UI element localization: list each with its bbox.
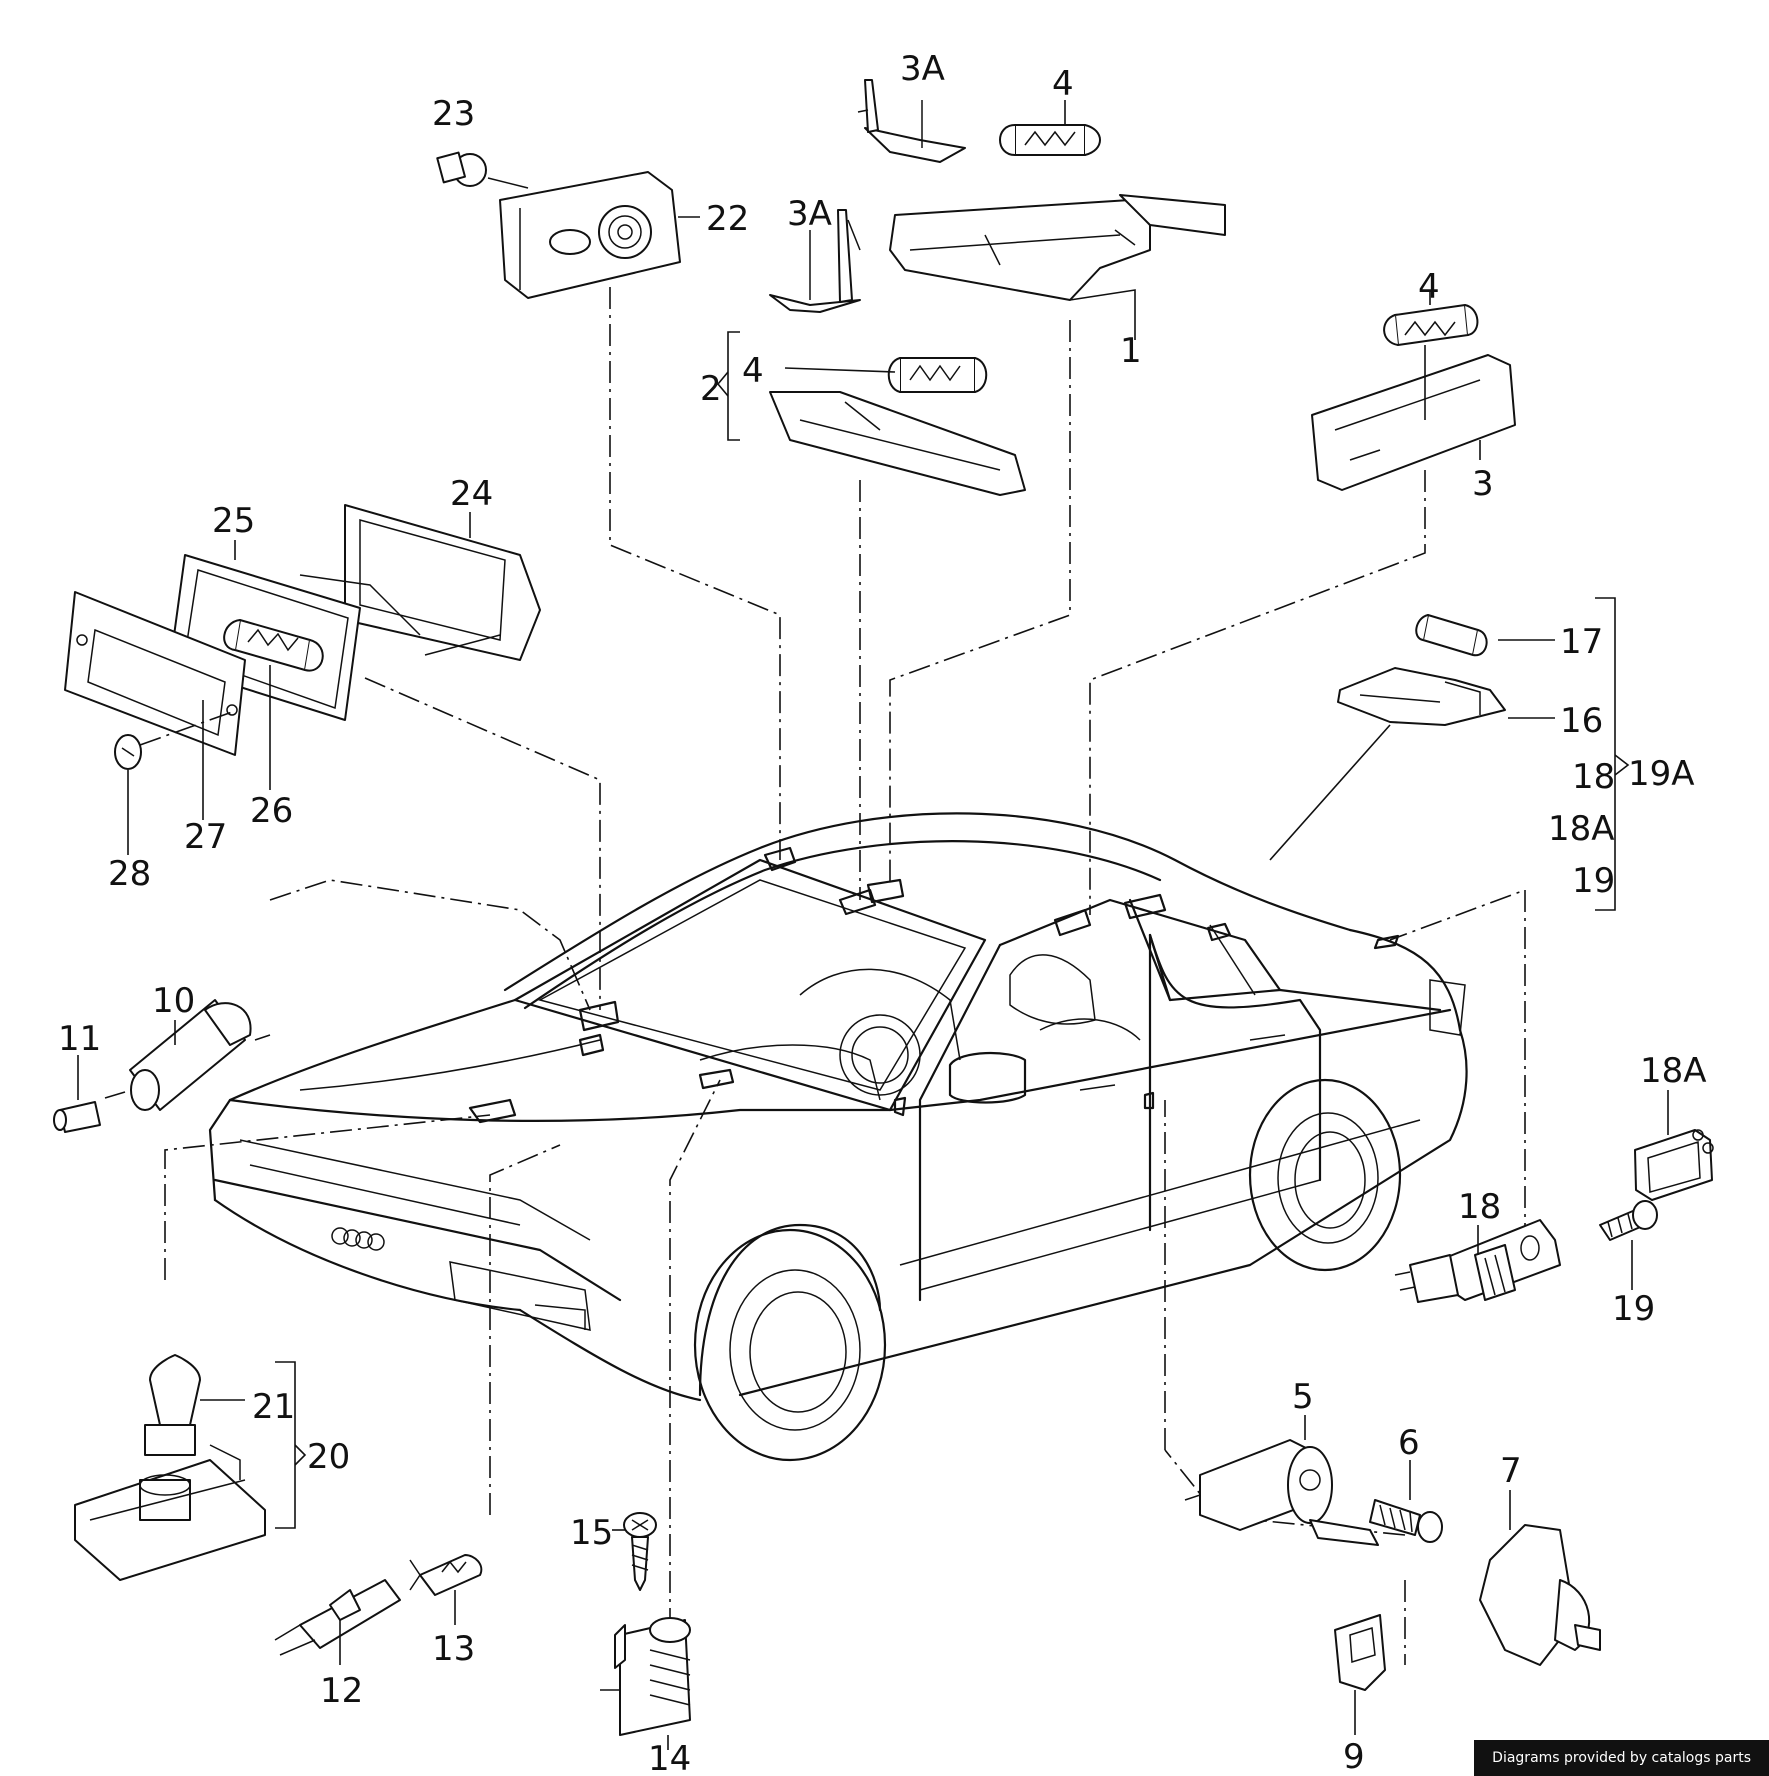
callout-4-top: 4 (1052, 64, 1074, 104)
front-wheel (693, 1223, 887, 1462)
callout-9: 9 (1343, 1737, 1365, 1776)
callout-2: 2 (700, 369, 722, 409)
grille-rings (331, 1227, 385, 1251)
part-2-reading-light (716, 331, 1026, 496)
callout-16: 16 (1560, 701, 1603, 741)
bracket-19A (1595, 597, 1630, 911)
callout-3: 3 (1472, 464, 1494, 504)
callout-21: 21 (252, 1387, 295, 1427)
part-16-light-housing (1337, 667, 1555, 726)
callout-27: 27 (184, 817, 227, 857)
part-17-bulb (1415, 614, 1555, 657)
callout-18-list: 18 (1572, 757, 1615, 797)
part-4-festoon-bulb-top (999, 100, 1101, 156)
callout-3A-upper: 3A (900, 49, 945, 89)
part-18-switch (1394, 1219, 1561, 1303)
part-19-screw (1599, 1200, 1658, 1290)
part-20-lamp-housing (74, 1361, 307, 1581)
callout-18A-list: 18A (1548, 809, 1615, 849)
part-21-bulb (144, 1354, 245, 1456)
part-13-bulb (409, 1554, 483, 1625)
callout-19A: 19A (1628, 754, 1695, 794)
part-5-door-contact (1184, 1415, 1379, 1546)
callout-19-list: 19 (1572, 861, 1615, 901)
part-26-festoon-bulb (223, 619, 324, 790)
callout-10: 10 (152, 981, 195, 1021)
part-15-screw (612, 1512, 657, 1591)
callout-4-right: 4 (1418, 267, 1440, 307)
callout-15: 15 (570, 1513, 613, 1553)
callout-11: 11 (58, 1019, 101, 1059)
part-3A-clip-lower (769, 209, 861, 313)
callout-labels: 1 2 3 3A 3A 4 4 4 5 6 7 9 10 11 12 13 14… (58, 49, 1707, 1776)
rear-wheel (1248, 1078, 1402, 1272)
callout-28: 28 (108, 854, 151, 894)
part-14-door-switch (600, 1617, 691, 1750)
callout-24: 24 (450, 474, 493, 514)
callout-13: 13 (432, 1629, 475, 1669)
callout-25: 25 (212, 501, 255, 541)
footer-credit: Diagrams provided by catalogs parts (1474, 1740, 1769, 1776)
part-28-clip (114, 711, 233, 855)
callout-26: 26 (250, 791, 293, 831)
part-12-switch (274, 1579, 401, 1665)
part-7-boot (1479, 1490, 1601, 1666)
part-9-grommet (1334, 1614, 1386, 1735)
callout-18-part: 18 (1458, 1187, 1501, 1227)
callout-7: 7 (1500, 1451, 1522, 1491)
part-10-lamp-holder (129, 999, 271, 1111)
part-27-lens (64, 591, 246, 820)
callout-14: 14 (648, 1739, 691, 1776)
callout-22: 22 (706, 199, 749, 239)
callout-6: 6 (1398, 1423, 1420, 1463)
callout-3A-lower: 3A (787, 194, 832, 234)
part-1-dome-light (889, 194, 1226, 340)
part-24-lamp-housing (299, 504, 541, 661)
part-6-spring (1369, 1460, 1443, 1543)
part-23-bulb (436, 151, 529, 189)
callout-4-middle: 4 (742, 351, 764, 391)
callout-18A-part: 18A (1640, 1051, 1707, 1091)
callout-17: 17 (1560, 622, 1603, 662)
part-3A-clip-upper (857, 79, 966, 163)
part-11-bulb (53, 1055, 126, 1133)
callout-23: 23 (432, 94, 475, 134)
callout-5: 5 (1292, 1377, 1314, 1417)
part-22-lamp-housing (499, 171, 700, 299)
callout-19-part: 19 (1612, 1289, 1655, 1329)
callout-20: 20 (307, 1437, 350, 1477)
callout-12: 12 (320, 1671, 363, 1711)
car-outline (208, 812, 1468, 1462)
part-18A-cover (1634, 1090, 1714, 1201)
leader-lines (164, 287, 1526, 1665)
callout-1: 1 (1120, 331, 1142, 371)
part-3-rear-light (1311, 290, 1516, 491)
